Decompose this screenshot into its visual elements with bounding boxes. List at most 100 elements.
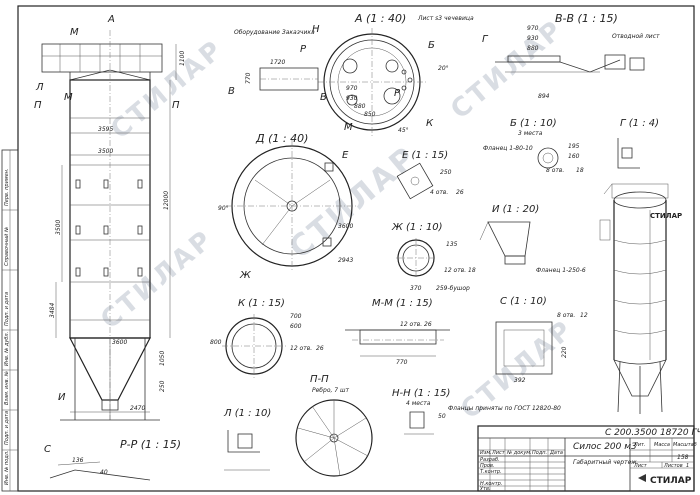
note-ribs: Ребро, 7 шт [312,387,350,394]
sheet-number: 158 [677,454,689,461]
note-holes-j: 12 отв. [444,267,466,274]
title-j: Ж (1 : 10) [391,222,443,233]
note-b-places: 3 места [518,130,543,137]
dim-angle-20: 20° [438,65,449,72]
label-i: И [58,392,66,403]
dim-1720: 1720 [270,59,285,66]
title-s: С (1 : 10) [500,296,547,307]
dim-2943: 2943 [338,257,353,264]
note-flange-b: Фланец 1-80-10 [483,145,533,152]
stamp-podp-data-2: Подп. и дата [4,292,10,326]
dim-136: 136 [72,457,84,464]
label-p-right: П [172,100,180,111]
dim-370: 370 [410,285,422,292]
stamp-perv-primen: Перв. примен. [4,168,10,206]
company-name: СТИЛАР [650,476,692,486]
title-p-p: П-П [310,374,329,385]
label-v-right: В [320,92,327,103]
title-block: С 200.3500 18720 ГЧ Силос 200 м3 Габарит… [477,425,700,492]
title-g: Г (1 : 4) [620,118,659,129]
dim-3600-d: 3600 [338,223,353,230]
stamp-inv-podl: Инв. № подл. [4,451,10,486]
label-b: Б [428,40,435,51]
dim-3595: 3595 [98,126,113,133]
note-n-n-places: 4 места [406,400,431,407]
dim-angle-90: 90° [218,205,229,212]
title-d: Д (1 : 40) [255,132,308,145]
title-i: И (1 : 20) [492,204,539,215]
label-m-side: М [64,92,73,103]
view-b-b: В-В (1 : 15) Отводной лист 970 930 880 8… [482,12,660,100]
role-razrab: Разраб. [480,457,500,463]
label-s: С [44,444,51,455]
dim-h12000: 12000 [163,191,170,210]
view-b-detail: Б (1 : 10) 3 места Фланец 1-80-10 195 16… [483,118,584,174]
role-tkontr: Т.контр. [480,469,502,475]
view-p-p: П-П Ребро, 7 шт [295,374,373,477]
watermark-4: СТИЛАР [445,14,570,125]
view-a: А (1 : 40) Лист s3 чечевица Оборудование… [228,12,474,136]
dim-220: 220 [561,346,568,358]
scale-header: Масштаб [673,442,697,448]
role-utv: Утв. [480,486,491,492]
title-r-r: Р-Р (1 : 15) [120,438,181,451]
dim-970-a: 970 [346,85,358,92]
dim-40: 40 [100,469,108,476]
dim-800: 800 [210,339,222,346]
sheets-count: 1 [686,463,689,469]
view-s: С (1 : 10) 392 8 отв. 12 220 [495,296,588,384]
view-m-m: М-М (1 : 15) 12 отв. 26 770 [345,298,450,366]
view-n-n: Н-Н (1 : 15) 4 места 50 [392,388,450,435]
note-bolts-b: 8 отв. [546,167,564,174]
doc-code: С 200.3500 18720 ГЧ [605,428,700,438]
col-dokum: № докум. [506,450,532,456]
note-sheet: Лист s3 чечевица [417,15,474,22]
view-i: И (1 : 20) Фланец 1-250-6 [479,204,586,274]
note-bushing: 259-бушор [436,285,470,292]
silo-isometric: СТИЛАР [599,183,682,414]
sheet-frame [17,5,695,492]
dim-h1050: 1050 [159,351,166,366]
dim-3500: 3500 [98,148,113,155]
left-stamp: Инв. № подл. Подп. и дата Взам. инв. № И… [1,149,19,492]
view-g: Г (1 : 4) [617,118,659,169]
mass-header: Масса [654,442,670,448]
view-l: Л (1 : 10) [223,408,271,471]
dim-18-j: 18 [468,267,476,274]
dim-392: 392 [514,377,526,384]
dim-250-e: 250 [440,169,452,176]
dim-880-a: 880 [354,103,366,110]
stamp-podp-data-1: Подп. и дата [4,411,10,445]
company-logo: СТИЛАР [638,474,692,486]
label-n: Н [312,24,320,35]
label-r-mid: Р [394,88,401,99]
isometric-brand: СТИЛАР [650,212,682,220]
view-d: Д (1 : 40) 3600 2943 90° Е Ж [218,132,358,281]
view-e: Е (1 : 15) 250 4 отв. 26 [396,150,464,200]
dim-894: 894 [538,93,550,100]
label-j: Ж [239,270,252,281]
dim-770: 770 [245,72,252,84]
sheet-label: Лист [633,463,648,469]
dim-880-b: 880 [527,45,539,52]
col-podp: Подп. [532,450,547,456]
dim-h250: 250 [159,380,166,392]
label-k: К [426,118,434,129]
dim-930-b: 930 [527,35,539,42]
label-m-top: М [70,27,79,38]
note-flange-i: Фланец 1-250-6 [536,267,586,274]
view-r-r: Р-Р (1 : 15) 136 40 [49,438,181,481]
title-b-b: В-В (1 : 15) [555,12,618,25]
label-g: Г [482,34,489,45]
view-j: Ж (1 : 10) 135 12 отв. 18 370 259-бушор [391,222,476,292]
silo-elevation: 3595 3500 3500 12000 3484 3600 1050 250 … [34,14,186,455]
label-l: Л [35,82,44,93]
title-a: А (1 : 40) [354,12,406,25]
view-k: К (1 : 15) 700 600 800 12 отв. 26 [210,298,324,378]
title-n-n: Н-Н (1 : 15) [392,388,450,399]
dim-930-a: 930 [346,95,358,102]
col-list: Лист [491,450,506,456]
dim-12-s: 12 [580,312,588,319]
dim-angle-45: 45° [398,127,409,134]
note-holes-e: 4 отв. [430,189,448,196]
